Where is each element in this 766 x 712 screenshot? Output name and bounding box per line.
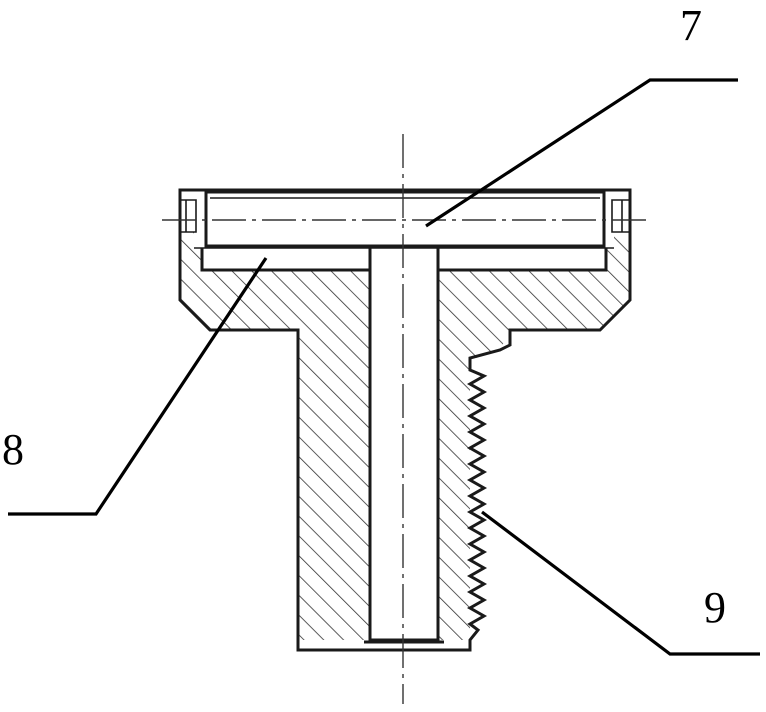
top-cap — [206, 192, 604, 246]
leader-line-7 — [426, 80, 738, 226]
callout-label-8: 8 — [2, 425, 24, 474]
callout-label-9: 9 — [704, 583, 726, 632]
right-section-hatch — [438, 232, 630, 640]
recess-cavity-right — [438, 248, 606, 270]
callout-label-7: 7 — [680, 1, 702, 50]
left-section-hatch — [180, 232, 370, 640]
central-bore — [370, 248, 438, 640]
body-outline — [180, 190, 630, 650]
recess-cavity — [202, 248, 370, 270]
